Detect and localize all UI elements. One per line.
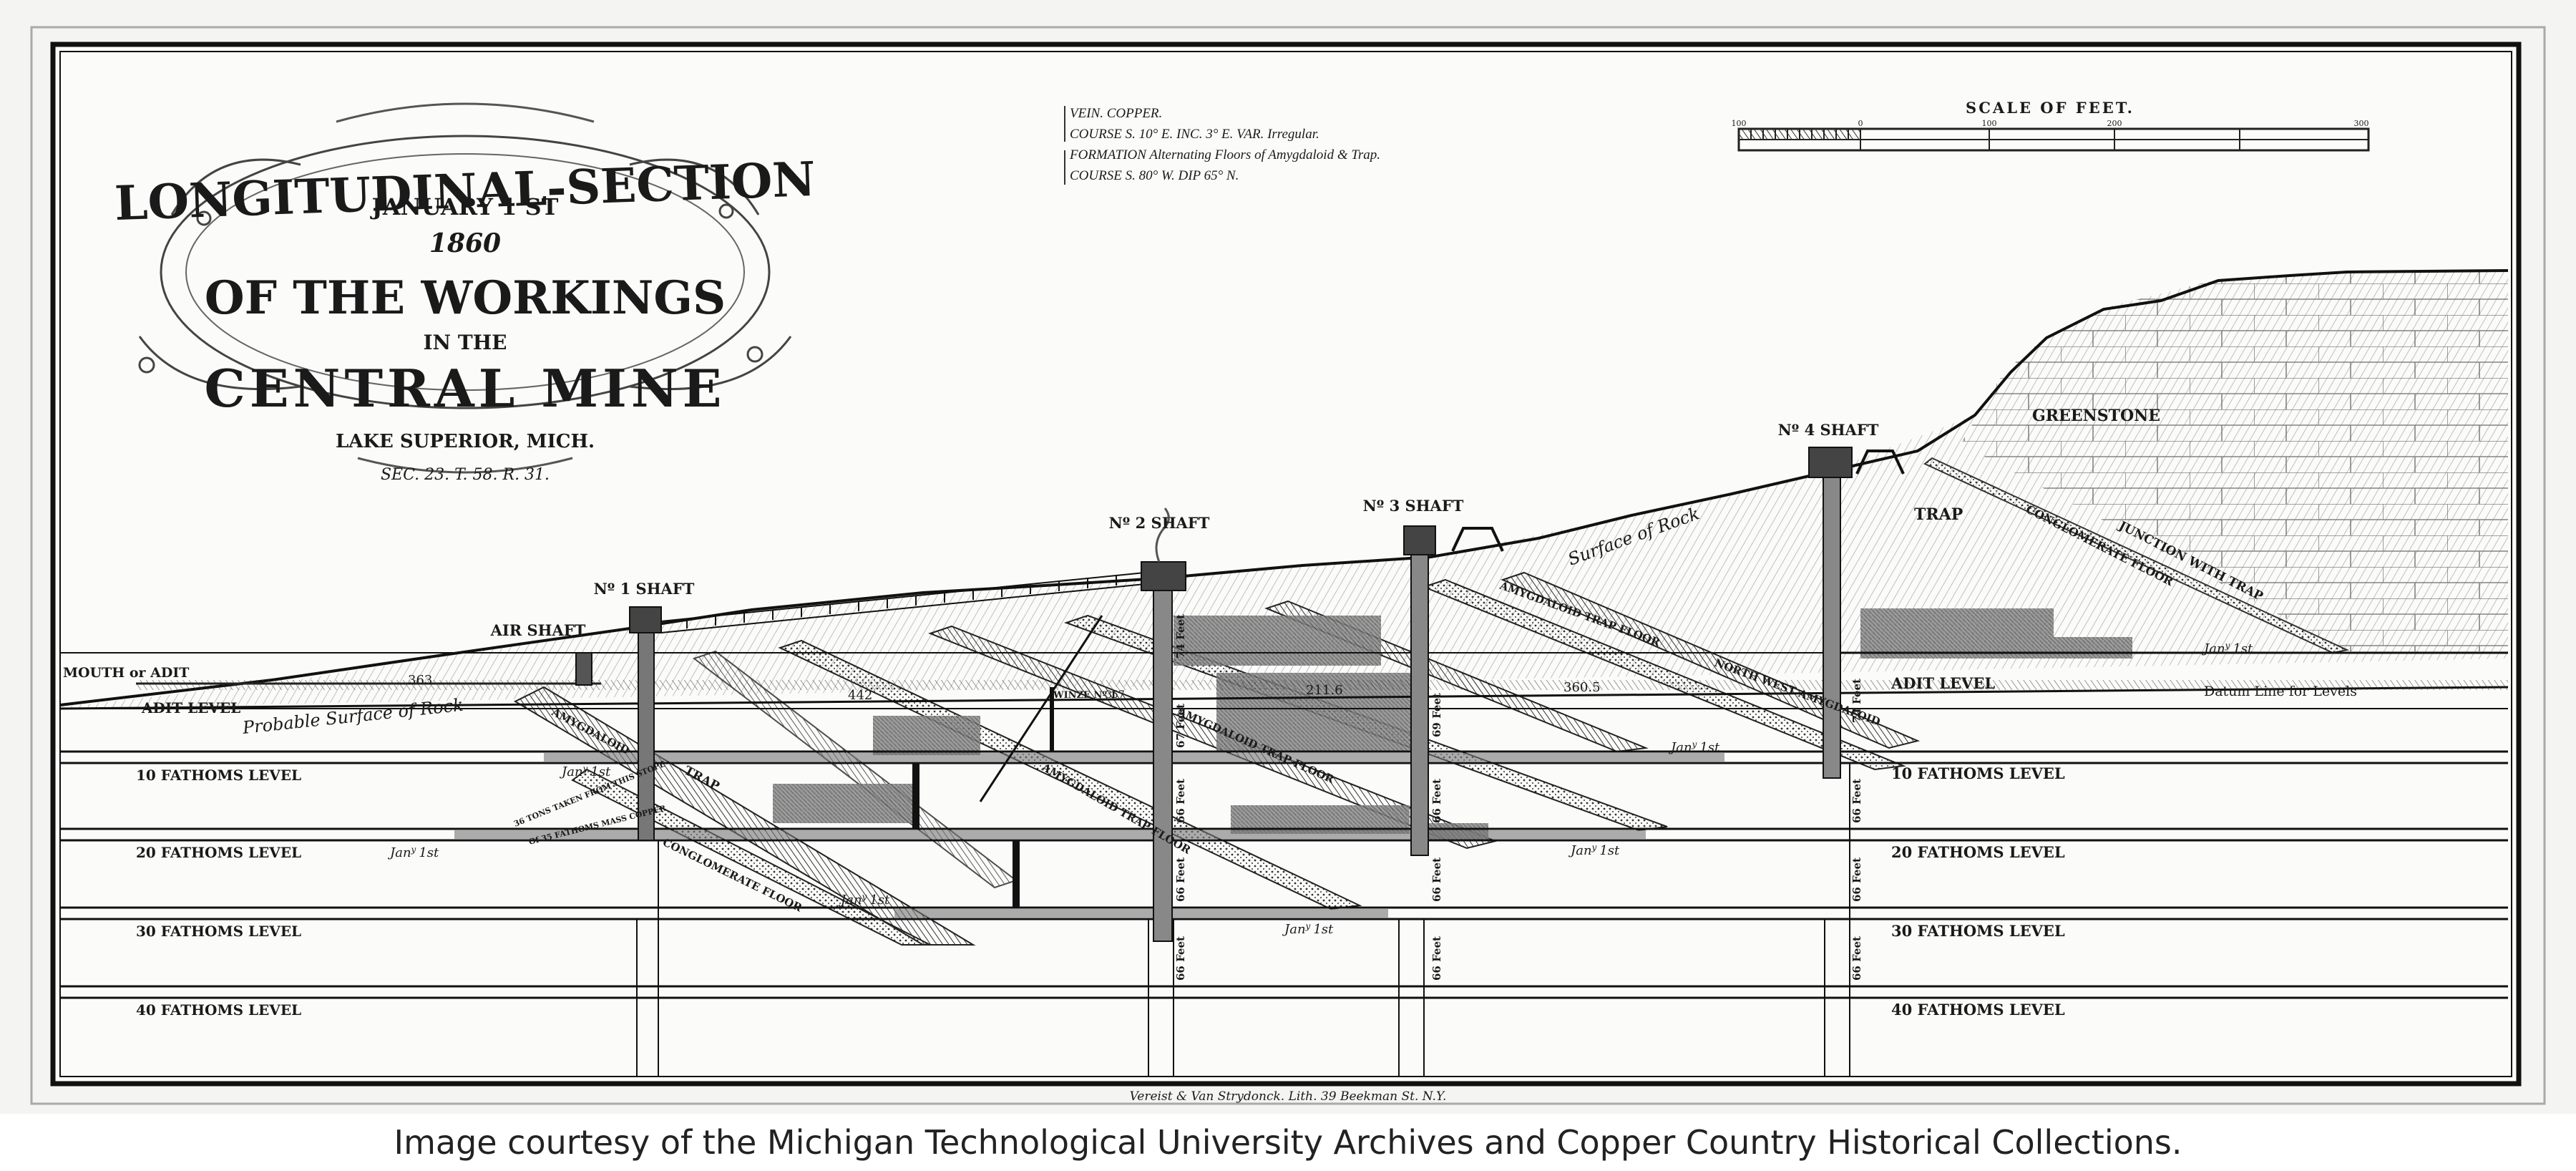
depth-66-feet-d: 66 Feet: [1430, 779, 1443, 823]
shaft-depth-labels: 74 Feet 67 Feet 66 Feet 66 Feet 66 Feet …: [1174, 614, 1863, 981]
title-place: LAKE SUPERIOR, MICH.: [336, 431, 595, 452]
surface-of-rock-line: [59, 269, 2509, 706]
scale-tick-4: 300: [2354, 119, 2369, 128]
levels: [59, 615, 2509, 999]
depth-66-feet-b: 66 Feet: [1174, 857, 1187, 902]
right-adit-level: ADIT LEVEL: [1890, 674, 1995, 692]
dimension-labels: 363 442 211.6 360.5 357: [408, 673, 1601, 703]
vein-notes: VEIN. COPPER. COURSE S. 10° E. INC. 3° E…: [1064, 106, 1380, 185]
depth-66-feet-f: 66 Feet: [1430, 936, 1443, 981]
shaft-air: [575, 652, 592, 686]
right-40-fathoms: 40 FATHOMS LEVEL: [1891, 1001, 2065, 1019]
note-course-2: COURSE S. 80° W. DIP 65° N.: [1070, 168, 1239, 183]
right-30-fathoms: 30 FATHOMS LEVEL: [1891, 922, 2065, 940]
depth-66-feet-e: 66 Feet: [1430, 857, 1443, 902]
shaft-no1: [629, 572, 1146, 841]
label-no4-shaft: Nº 4 SHAFT: [1778, 421, 1879, 439]
title-line-4: CENTRAL MINE: [204, 358, 726, 419]
left-40-fathoms: 40 FATHOMS LEVEL: [136, 1001, 301, 1019]
label-air-shaft: AIR SHAFT: [490, 621, 586, 639]
map-frame-inner: [59, 51, 2512, 1077]
left-adit-level: ADIT LEVEL: [141, 699, 240, 716]
right-10-fathoms: 10 FATHOMS LEVEL: [1891, 764, 2065, 782]
dim-363: 363: [408, 673, 432, 688]
right-20-fathoms: 20 FATHOMS LEVEL: [1891, 843, 2065, 861]
depth-67-feet: 67 Feet: [1174, 704, 1187, 748]
title-line-2: OF THE WORKINGS: [205, 271, 726, 325]
label-trap-right: TRAP: [1914, 505, 1963, 524]
title-sec: SEC. 23. T. 58. R. 31.: [381, 466, 550, 484]
label-no3-shaft: Nº 3 SHAFT: [1363, 497, 1464, 515]
label-no1-shaft: Nº 1 SHAFT: [594, 580, 695, 598]
depth-66-feet-i: 66 Feet: [1850, 936, 1863, 981]
scale-label: SCALE OF FEET.: [1966, 99, 2135, 117]
scale-tick-3: 200: [2107, 119, 2122, 128]
label-winze: WINZE Nº 1: [1053, 690, 1116, 701]
shaft-no3: [1403, 525, 1504, 856]
section-lines: [636, 763, 1850, 1077]
depth-66-feet-h: 66 Feet: [1850, 857, 1863, 902]
lithographer-imprint: Vereist & Van Strydonck. Lith. 39 Beekma…: [1130, 1089, 1447, 1104]
left-20-fathoms: 20 FATHOMS LEVEL: [136, 844, 301, 861]
scale-of-feet: SCALE OF FEET. 100 0 100 200 300: [1732, 99, 2370, 152]
shaft-labels: AIR SHAFT Nº 1 SHAFT Nº 2 SHAFT Nº 3 SHA…: [490, 421, 1879, 639]
greenstone-mass: [1961, 271, 2508, 651]
note-course-1: COURSE S. 10° E. INC. 3° E. VAR. Irregul…: [1070, 127, 1319, 142]
rock-mass-upper: [60, 271, 2508, 709]
dim-360: 360.5: [1563, 680, 1601, 695]
depth-66-feet-a: 66 Feet: [1174, 779, 1187, 823]
level-labels-right: ADIT LEVEL 10 FATHOMS LEVEL 20 FATHOMS L…: [1890, 674, 2065, 1019]
label-greenstone: GREENSTONE: [2032, 407, 2160, 425]
label-mouth-adit: MOUTH or ADIT: [63, 665, 189, 681]
label-no2-shaft: Nº 2 SHAFT: [1109, 514, 1210, 532]
title-date: JANUARY 1 ST: [370, 193, 559, 220]
image-credit: Image courtesy of the Michigan Technolog…: [0, 1114, 2576, 1171]
note-formation: FORMATION Alternating Floors of Amygdalo…: [1069, 147, 1380, 162]
note-vein: VEIN. COPPER.: [1070, 106, 1162, 121]
depth-66-feet-c: 66 Feet: [1174, 936, 1187, 981]
outer-border: [30, 26, 2546, 1105]
datum-line-label: Datum Line for Levels: [2204, 684, 2357, 699]
shaft-no2: [1141, 507, 1186, 942]
dim-357: 357: [1106, 689, 1125, 701]
dim-442: 442: [848, 688, 872, 703]
title-cartouche: LONGITUDINAL-SECTION JANUARY 1 ST 1860 O…: [114, 102, 816, 484]
scale-tick-0: 100: [1732, 119, 1747, 128]
title-line-3: IN THE: [423, 331, 507, 354]
depth-66-feet-g: 66 Feet: [1850, 779, 1863, 823]
left-30-fathoms: 30 FATHOMS LEVEL: [136, 923, 301, 940]
depth-74-feet-b: 74 Feet: [1850, 679, 1863, 723]
scale-tick-1: 0: [1858, 119, 1863, 128]
shaft-no4: [1808, 447, 1905, 779]
depth-74-feet: 74 Feet: [1174, 614, 1187, 659]
dim-211: 211.6: [1306, 683, 1343, 698]
depth-69-feet: 69 Feet: [1430, 693, 1443, 737]
scale-tick-2: 100: [1982, 119, 1997, 128]
title-year: 1860: [429, 228, 501, 258]
level-labels-left: ADIT LEVEL 10 FATHOMS LEVEL 20 FATHOMS L…: [136, 699, 301, 1019]
left-10-fathoms: 10 FATHOMS LEVEL: [136, 767, 301, 784]
